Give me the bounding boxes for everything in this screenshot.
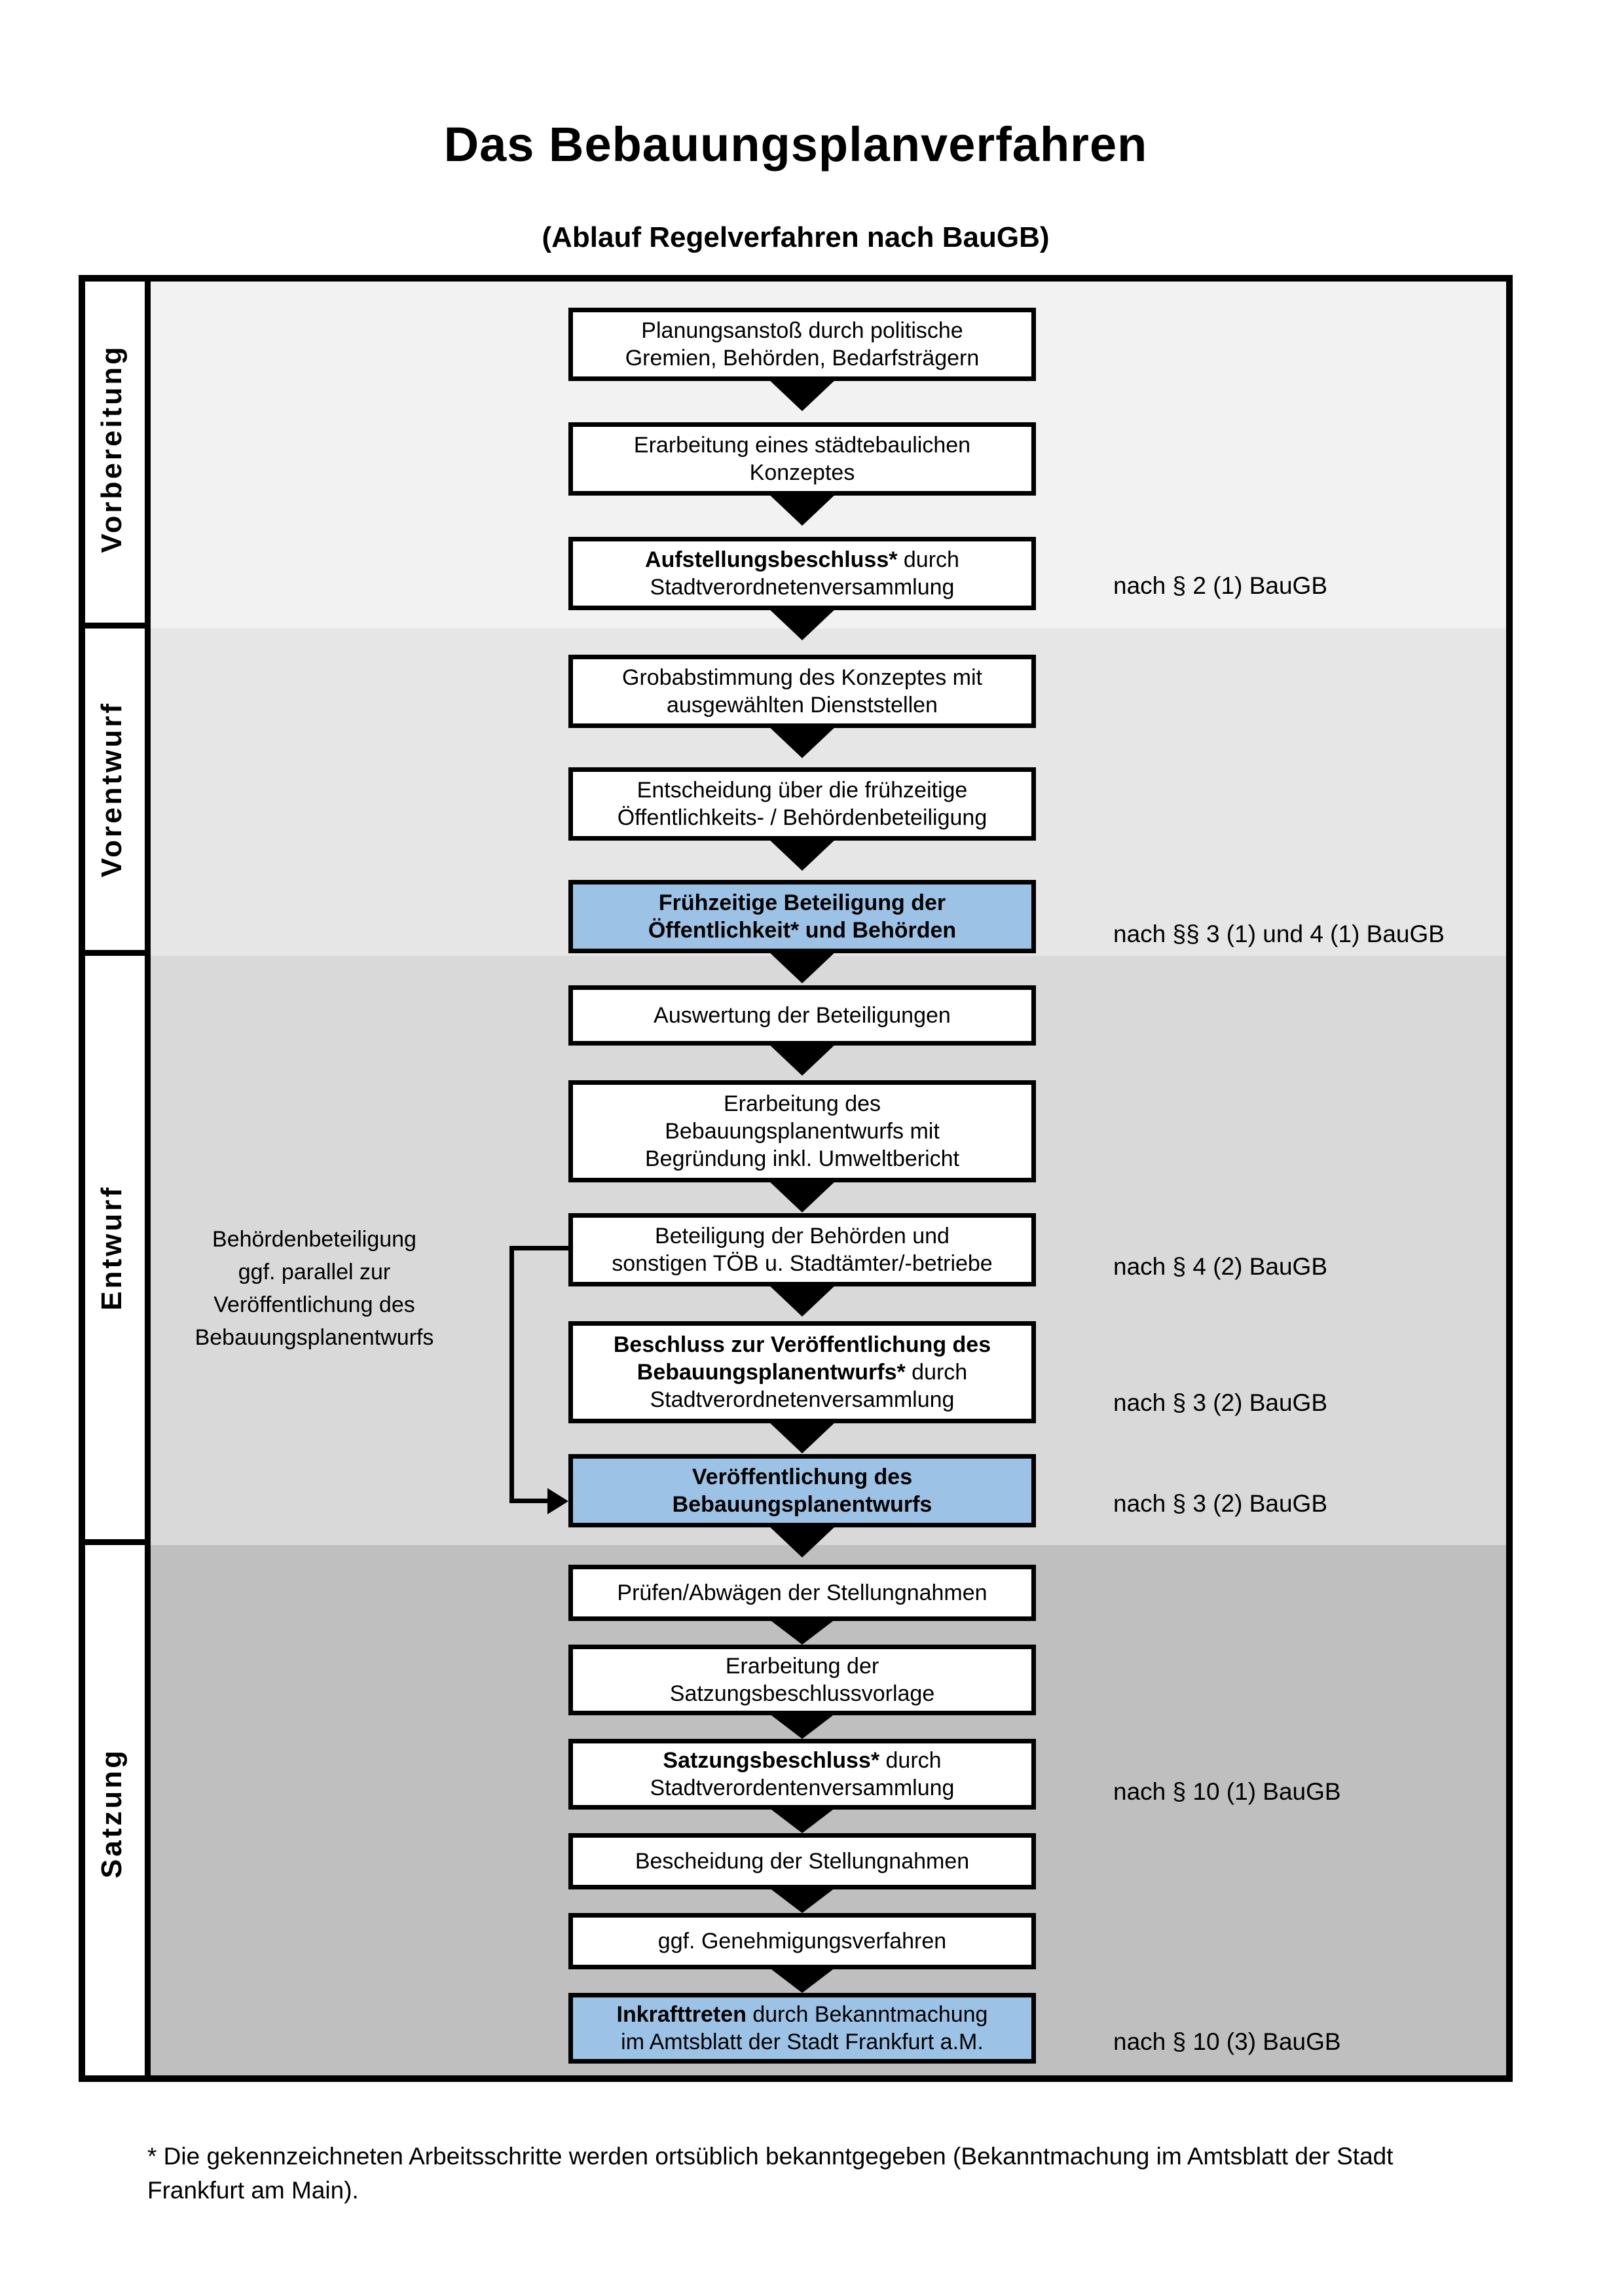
arrow-down-icon (766, 492, 838, 526)
flow-box-line: Satzungsbeschluss* durch (663, 1748, 942, 1773)
flow-box-beteiligung-behoerden: Beteiligung der Behörden und sonstigen TÖ… (568, 1213, 1036, 1286)
flow-box-line: Erarbeitung eines städtebaulichen (633, 433, 971, 458)
flow-box-line: Begründung inkl. Umweltbericht (644, 1146, 960, 1171)
arrow-down-icon (766, 1419, 838, 1453)
legal-reference: nach § 3 (2) BauGB (1113, 1389, 1328, 1416)
parallel-path-note-line: Bebauungsplanentwurfs (194, 1325, 434, 1350)
page-subtitle: (Ablauf Regelverfahren nach BauGB) (542, 221, 1050, 253)
arrow-down-icon (766, 837, 838, 871)
flow-box-line: ggf. Genehmigungsverfahren (657, 1929, 947, 1954)
arrow-down-icon (766, 606, 838, 640)
phase-label-cell-vorentwurf: Vorentwurf (79, 629, 151, 956)
parallel-path-line (509, 1246, 514, 1503)
arrow-down-icon (766, 1886, 838, 1913)
legal-reference: nach § 10 (3) BauGB (1113, 2028, 1341, 2055)
arrow-down-icon (766, 1617, 838, 1645)
legal-reference: nach § 3 (2) BauGB (1113, 1490, 1328, 1517)
flow-box-line: Entscheidung über die frühzeitige (637, 778, 968, 803)
flow-box-line: Stadtverordnetenversammlung (650, 1387, 955, 1412)
flow-box-line: Bescheidung der Stellungnahmen (635, 1849, 970, 1874)
flow-box-line: Satzungsbeschlussvorlage (669, 1681, 935, 1706)
flow-box-line: Stadtverordentenversammlung (650, 1776, 955, 1800)
phase-label-entwurf: Entwurf (95, 1184, 128, 1311)
parallel-path-line (509, 1246, 568, 1250)
legal-reference: nach § 2 (1) BauGB (1113, 572, 1328, 599)
flow-box-line: Frühzeitige Beteiligung der (658, 890, 946, 915)
flow-box-line: Öffentlichkeits- / Behördenbeteiligung (617, 805, 987, 830)
parallel-path-note-line: ggf. parallel zur (238, 1260, 391, 1285)
flow-box-line: Bebauungsplanentwurfs (672, 1492, 932, 1517)
page-title: Das Bebauungsplanverfahren (443, 117, 1148, 172)
flow-box-line: Bebauungsplanentwurfs mit (665, 1119, 940, 1144)
flow-box-line: Konzeptes (749, 460, 855, 485)
flow-box-line: Aufstellungsbeschluss* durch (645, 547, 959, 572)
legal-reference: nach § 10 (1) BauGB (1113, 1778, 1341, 1805)
flow-box-grobabstimmung: Grobabstimmung des Konzeptes mit ausgewäh… (568, 655, 1036, 728)
phase-label-satzung: Satzung (95, 1748, 128, 1879)
arrow-down-icon (766, 1711, 838, 1739)
flow-box-line: im Amtsblatt der Stadt Frankfurt a.M. (621, 2030, 984, 2054)
arrow-down-icon (766, 949, 838, 983)
arrow-down-icon (766, 724, 838, 758)
arrow-down-icon (766, 1965, 838, 1993)
phase-label-vorentwurf: Vorentwurf (95, 701, 128, 877)
legal-reference: nach §§ 3 (1) und 4 (1) BauGB (1113, 920, 1445, 947)
arrow-down-icon (766, 1042, 838, 1076)
parallel-path-line (509, 1499, 550, 1503)
flow-box-auswertung-beteiligungen: Auswertung der Beteiligungen (568, 985, 1036, 1046)
legal-reference: nach § 4 (2) BauGB (1113, 1253, 1328, 1280)
flow-box-line: Bebauungsplanentwurfs* durch (637, 1360, 968, 1385)
flow-box-line: Inkrafttreten durch Bekanntmachung (616, 2002, 988, 2027)
flow-box-line: Erarbeitung des (723, 1091, 881, 1116)
phase-label-cell-satzung: Satzung (79, 1545, 151, 2082)
footnote-line-1: * Die gekennzeichneten Arbeitsschritte w… (147, 2143, 1393, 2170)
flow-box-inkrafttreten: Inkrafttreten durch Bekanntmachung im Amt… (568, 1993, 1036, 2064)
arrow-down-icon (766, 377, 838, 411)
arrow-down-icon (766, 1523, 838, 1558)
flow-box-line: Öffentlichkeit* und Behörden (648, 918, 957, 943)
footnote: * Die gekennzeichneten Arbeitsschritte w… (147, 2140, 1536, 2208)
flow-box-line: Gremien, Behörden, Bedarfsträgern (625, 346, 980, 371)
parallel-path-note-line: Behördenbeteiligung (212, 1227, 416, 1252)
arrow-down-icon (766, 1283, 838, 1317)
flow-box-line: Planungsanstoß durch politische (641, 318, 963, 343)
footnote-line-2: Frankfurt am Main). (147, 2177, 359, 2204)
flow-box-line: Veröffentlichung des (692, 1465, 913, 1489)
flow-box-line: Prüfen/Abwägen der Stellungnahmen (617, 1580, 987, 1605)
phase-label-cell-vorbereitung: Vorbereitung (79, 275, 151, 629)
flow-box-line: Auswertung der Beteiligungen (654, 1003, 951, 1028)
flow-box-line: sonstigen TÖB u. Stadtämter/-betriebe (612, 1251, 993, 1276)
flow-box-line: Erarbeitung der (725, 1654, 879, 1679)
flow-box-line: Stadtverordnetenversammlung (650, 575, 955, 600)
flow-box-genehmigungsverfahren: ggf. Genehmigungsverfahren (568, 1913, 1036, 1969)
flow-box-bescheidung-stellungnahmen: Bescheidung der Stellungnahmen (568, 1833, 1036, 1889)
phase-label-cell-entwurf: Entwurf (79, 956, 151, 1545)
parallel-path-arrowhead-icon (547, 1488, 568, 1514)
flow-box-line: Grobabstimmung des Konzeptes mit (622, 665, 982, 690)
parallel-path-note-line: Veröffentlichung des (213, 1292, 415, 1317)
flow-box-line: Beteiligung der Behörden und (655, 1224, 950, 1248)
flow-box-line: ausgewählten Dienststellen (667, 693, 938, 718)
flow-box-pruefen-abwaegen: Prüfen/Abwägen der Stellungnahmen (568, 1565, 1036, 1621)
phase-label-vorbereitung: Vorbereitung (95, 344, 128, 553)
arrow-down-icon (766, 1806, 838, 1833)
flow-box-line: Beschluss zur Veröffentlichung des (613, 1332, 991, 1357)
arrow-down-icon (766, 1178, 838, 1212)
